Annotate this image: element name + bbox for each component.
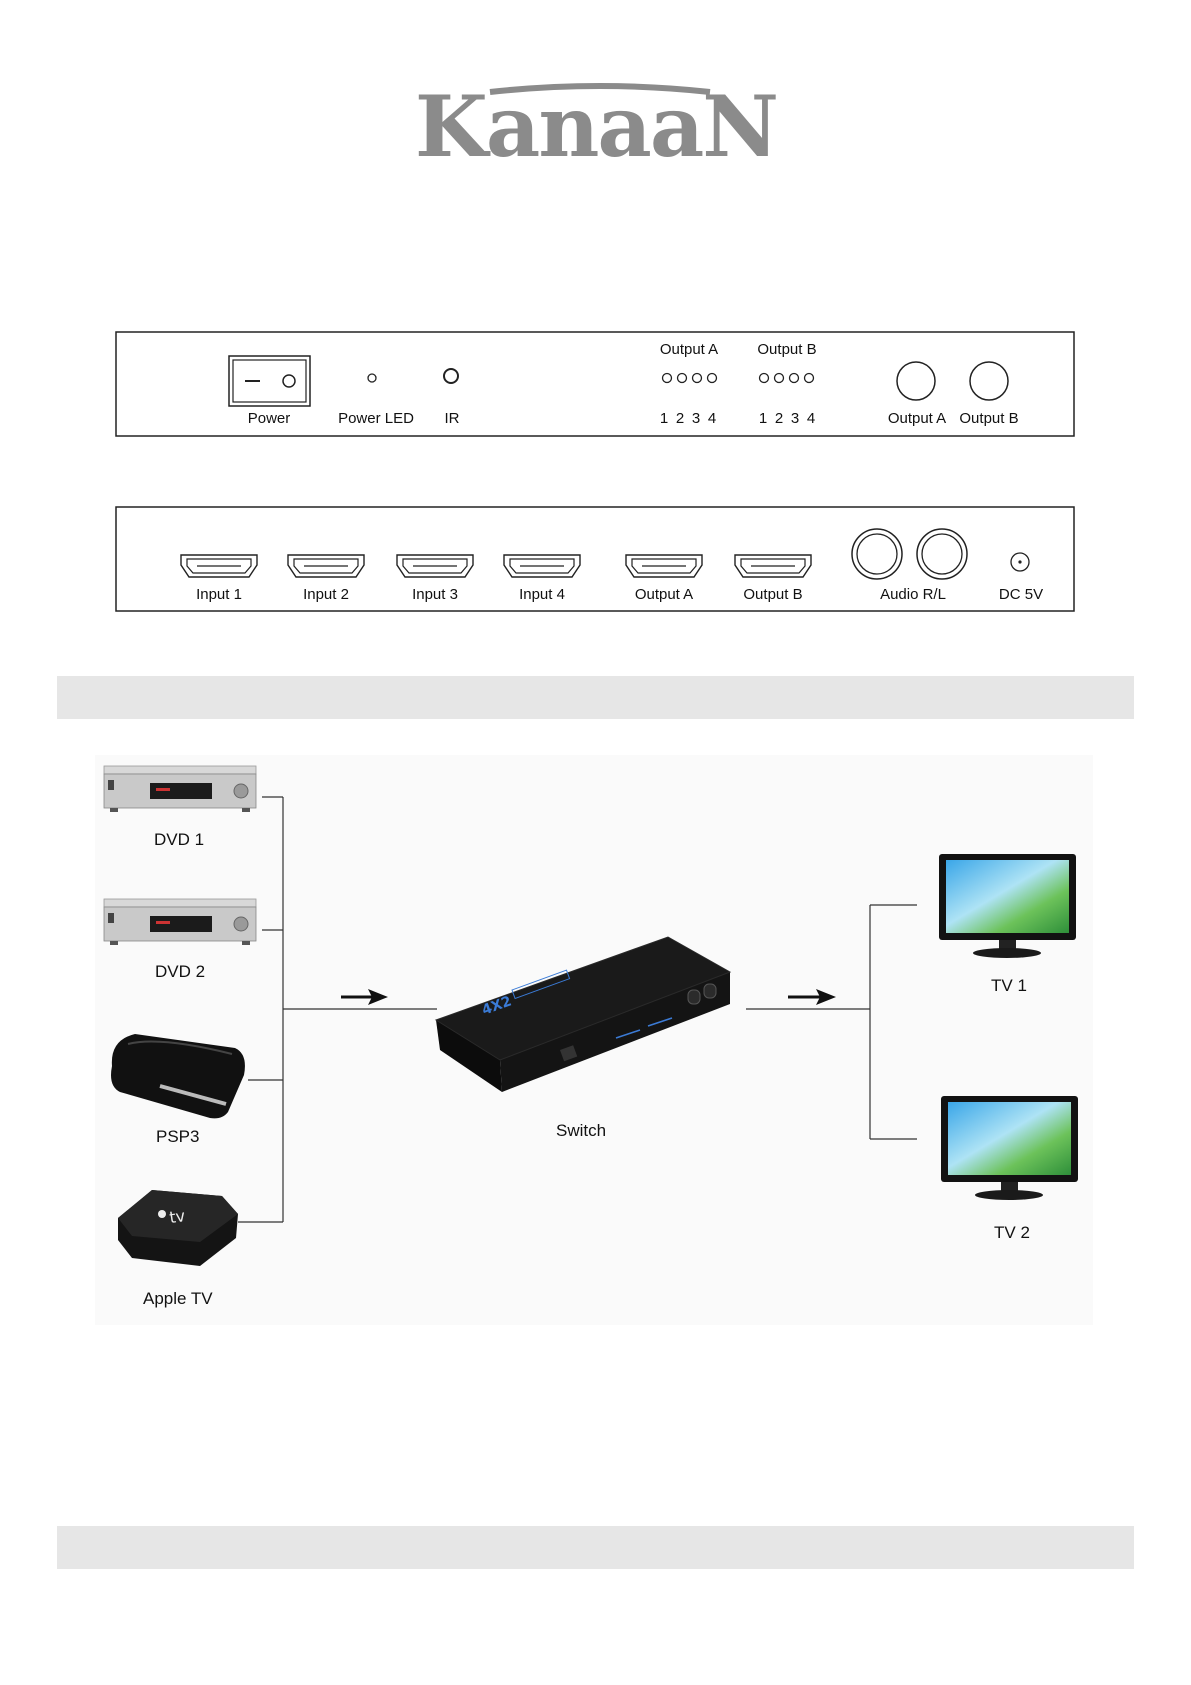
arrow-to-switch [341,989,388,1005]
tv-2-image [941,1096,1078,1200]
arrow-to-displays [788,989,836,1005]
switch-label: Switch [556,1121,606,1141]
hdmi-switch-image: 4X2 [436,937,730,1092]
source-label-dvd-2: DVD 2 [155,962,205,982]
display-connector-lines [746,905,917,1139]
display-label-tv-1: TV 1 [991,976,1027,996]
source-label-dvd-1: DVD 1 [154,830,204,850]
display-label-tv-2: TV 2 [994,1223,1030,1243]
apple-tv-image: tv [118,1190,238,1266]
dvd-player-1-image [104,766,256,812]
ps3-console-image [111,1034,245,1118]
dvd-player-2-image [104,899,256,945]
source-label-psp3: PSP3 [156,1127,199,1147]
tv-1-image [939,854,1076,958]
source-connector-lines [238,797,437,1222]
source-label-apple-tv: Apple TV [143,1289,213,1309]
svg-text:tv: tv [168,1206,186,1227]
